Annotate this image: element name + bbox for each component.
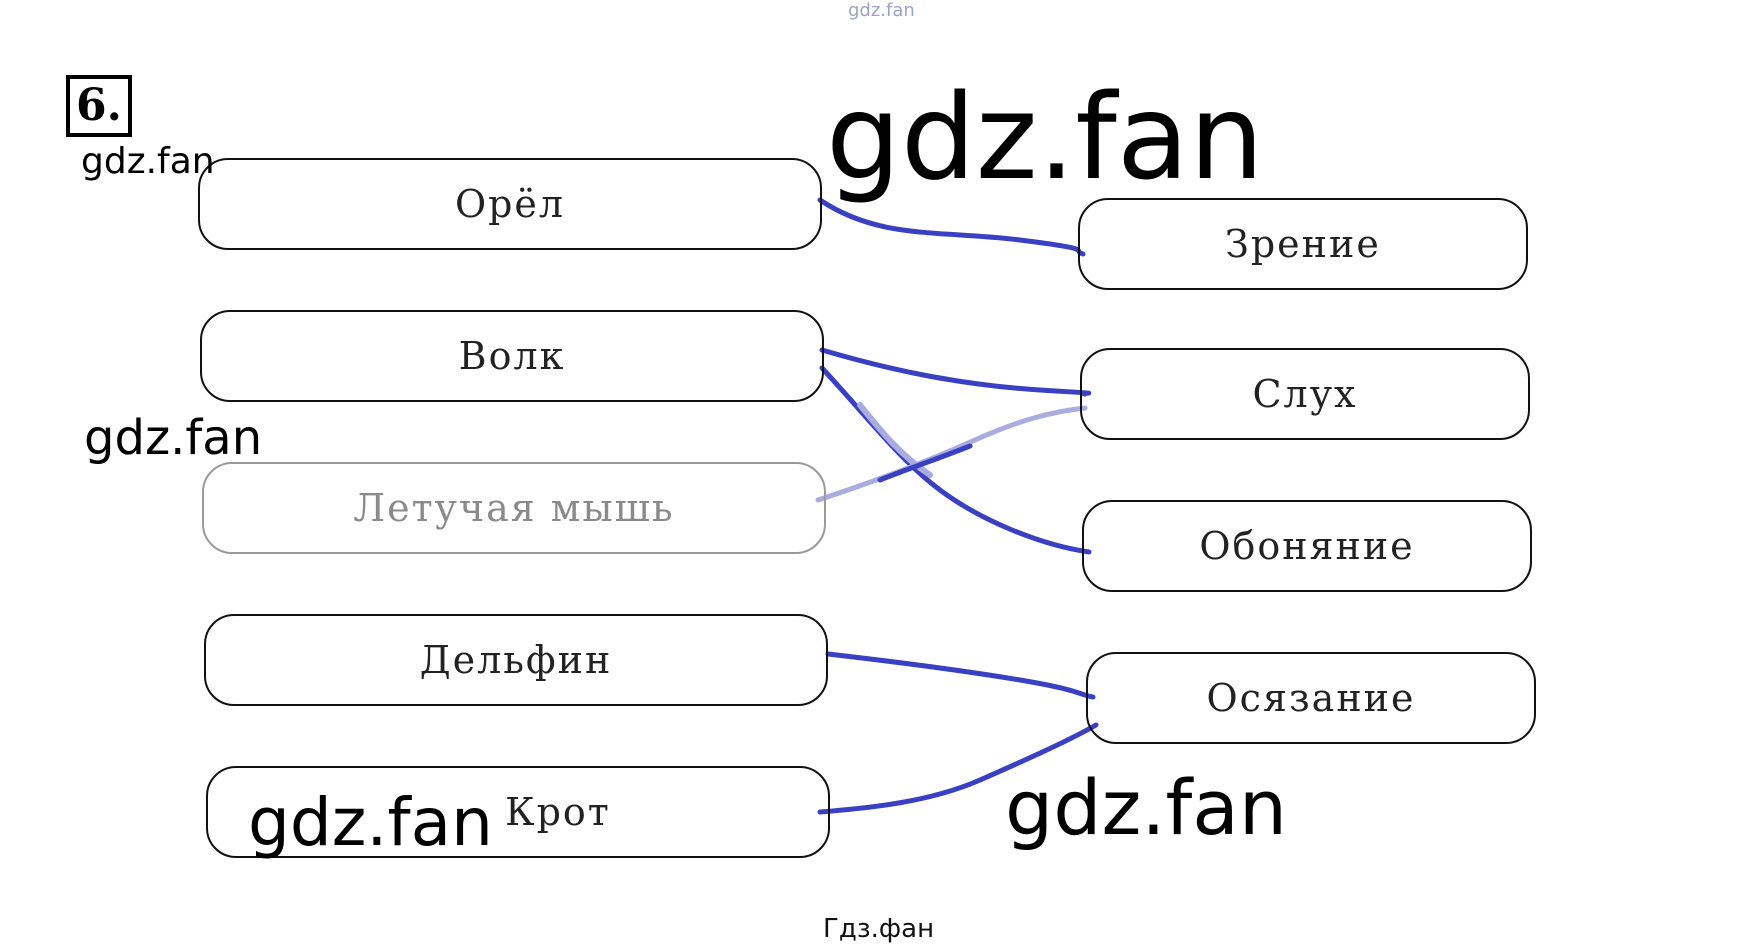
watermark-left-3: gdz.fan: [248, 784, 493, 861]
left-item-label: Крот: [505, 790, 611, 834]
line-letuchaya-slukh-dark: [877, 443, 973, 483]
footer-watermark: Гдз.фан: [823, 914, 935, 944]
left-item-label: Волк: [458, 334, 566, 378]
right-item-label: Зрение: [1225, 222, 1381, 266]
watermark-left-2: gdz.fan: [84, 410, 263, 466]
watermark-right-low: gdz.fan: [1005, 763, 1288, 852]
line-volk-slukh: [819, 347, 1092, 397]
line-delfin-osyazanie: [825, 651, 1096, 700]
watermark-big: gdz.fan: [826, 68, 1264, 206]
task-number: 6.: [66, 75, 132, 137]
line-orel-zrenie: [817, 197, 1086, 257]
left-item-delfin: Дельфин: [204, 614, 828, 706]
left-item-orel: Орёл: [198, 158, 822, 250]
line-volk-obonyanie: [819, 365, 1092, 555]
left-item-label: Летучая мышь: [353, 486, 675, 530]
left-item-label: Орёл: [454, 182, 566, 226]
line-letuchaya-slukh: [815, 405, 1088, 503]
left-item-letuchaya-mysh: Летучая мышь: [202, 462, 826, 554]
right-item-zrenie: Зрение: [1078, 198, 1528, 290]
line-volk-obonyanie-faded: [857, 402, 933, 478]
left-item-volk: Волк: [200, 310, 824, 402]
watermark-left-1: gdz.fan: [81, 141, 215, 182]
right-item-osyazanie: Осязание: [1086, 652, 1536, 744]
watermark-top: gdz.fan: [848, 0, 915, 21]
right-item-label: Слух: [1252, 372, 1358, 416]
right-item-obonyanie: Обоняние: [1082, 500, 1532, 592]
right-item-label: Осязание: [1206, 676, 1416, 720]
right-item-slukh: Слух: [1080, 348, 1530, 440]
left-item-label: Дельфин: [419, 638, 613, 682]
right-item-label: Обоняние: [1199, 524, 1415, 568]
